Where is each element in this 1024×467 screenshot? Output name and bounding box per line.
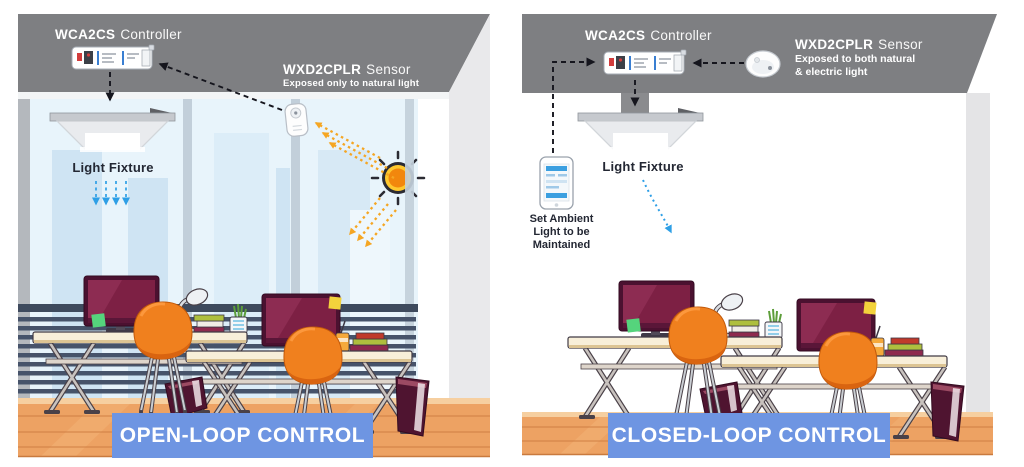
- controller-type: Controller: [650, 28, 712, 43]
- closed-loop-banner: CLOSED-LOOP CONTROL: [608, 413, 890, 458]
- signal-arrows: [552, 57, 744, 153]
- phone-caption-line2: Light to be: [533, 226, 590, 238]
- fixture-label: Light Fixture: [602, 159, 684, 174]
- sensor-note: Exposed only to natural light: [283, 78, 420, 89]
- sensor-type: Sensor: [878, 37, 923, 52]
- sensor-note-line2: & electric light: [795, 65, 868, 78]
- light-fixture: [577, 107, 704, 153]
- controller-label: WCA2CS Controller: [585, 28, 712, 43]
- window-header: [18, 92, 449, 99]
- fixture-mount-stem: [621, 93, 649, 115]
- smartphone-icon: [539, 156, 574, 210]
- sensor-device: [745, 50, 781, 78]
- open-loop-banner: OPEN-LOOP CONTROL: [112, 413, 373, 458]
- controller-type: Controller: [120, 27, 182, 42]
- phone-caption: Set Ambient Light to be Maintained: [519, 213, 604, 252]
- light-output-arrow: [642, 179, 672, 234]
- controller-model: WCA2CS: [55, 27, 116, 42]
- sensor-model: WXD2CPLR: [795, 37, 874, 52]
- fixture-label: Light Fixture: [72, 160, 154, 175]
- closed-loop-banner-text: CLOSED-LOOP CONTROL: [611, 423, 887, 447]
- side-wall: [449, 14, 490, 415]
- sensor-note-line1: Exposed to both natural: [795, 53, 916, 65]
- arrow-sensor-to-controller: [158, 62, 283, 111]
- controller-model: WCA2CS: [585, 28, 646, 43]
- sunlight-ray-arrows: [314, 121, 397, 248]
- sensor-note: Exposed to both natural & electric light: [795, 53, 915, 78]
- phone-caption-line1: Set Ambient: [529, 213, 594, 225]
- sensor-model: WXD2CPLR: [283, 62, 362, 77]
- sensor-label: WXD2CPLR Sensor: [795, 37, 923, 52]
- wall-pillar: [18, 92, 31, 398]
- controller-device: [603, 49, 687, 75]
- sensor-type: Sensor: [366, 62, 411, 77]
- sensor-device: [284, 103, 309, 137]
- window-mullions: [183, 92, 414, 398]
- ceiling-band: [18, 14, 490, 92]
- phone-caption-line3: Maintained: [532, 239, 591, 251]
- controller-device: [71, 44, 155, 70]
- sensor-label: WXD2CPLR Sensor: [283, 62, 411, 77]
- open-loop-banner-text: OPEN-LOOP CONTROL: [119, 423, 366, 447]
- side-wall: [966, 93, 990, 415]
- signal-arrows: [105, 62, 283, 111]
- arrow-phone-to-controller: [552, 57, 596, 153]
- controller-label: WCA2CS Controller: [55, 27, 182, 42]
- open-loop-panel: [18, 14, 490, 458]
